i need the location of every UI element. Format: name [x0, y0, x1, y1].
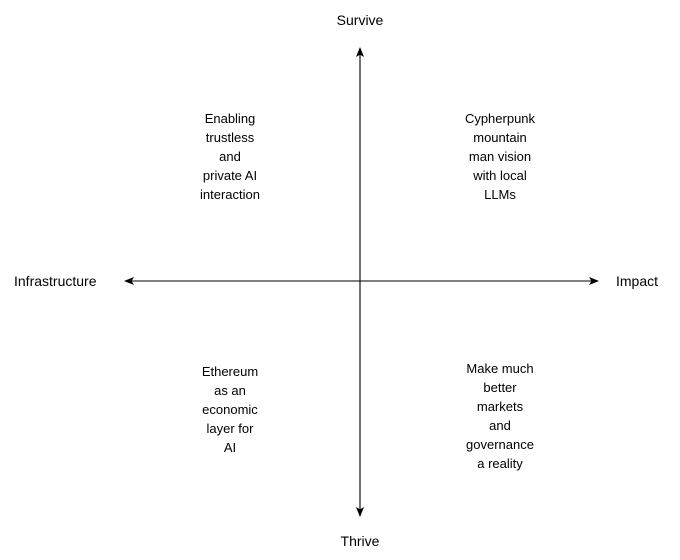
quadrant-text-line: better — [483, 380, 517, 395]
quadrant-text-line: interaction — [200, 187, 260, 202]
quadrant-text-line: Make much — [466, 361, 534, 376]
quadrant-text-line: with local — [473, 168, 527, 183]
quadrant-text-line: layer for — [206, 421, 254, 436]
quadrant-text-line: governance — [466, 437, 534, 452]
quadrant-text-top-left: Enabling trustless and private AI interactio… — [140, 109, 320, 204]
axis-label-survive: Survive — [336, 12, 384, 28]
quadrant-text-line: Enabling — [204, 111, 256, 126]
quadrant-text-line: private AI — [202, 168, 258, 183]
quadrant-text-line: Ethereum — [201, 364, 259, 379]
quadrant-text-line: and — [219, 149, 241, 164]
quadrant-text-line: as an — [214, 383, 246, 398]
axis-label-thrive: Thrive — [340, 533, 380, 549]
quadrant-text-bottom-right: Make much better markets and governance a rea… — [410, 359, 590, 473]
quadrant-text-line: AI — [223, 440, 237, 455]
quadrant-text-line: trustless — [205, 130, 255, 145]
quadrant-text-line: Cypherpunk — [464, 111, 536, 126]
quadrant-text-line: and — [489, 418, 511, 433]
axis-label-infrastructure: Infrastructure — [14, 273, 97, 289]
quadrant-text-line: markets — [476, 399, 524, 414]
quadrant-text-line: economic — [202, 402, 258, 417]
quadrant-text-line: a reality — [477, 456, 523, 471]
axis-label-impact: Impact — [616, 273, 659, 289]
quadrant-text-line: mountain — [473, 130, 527, 145]
quadrant-text-line: man vision — [468, 149, 532, 164]
quadrant-text-line: LLMs — [484, 187, 516, 202]
